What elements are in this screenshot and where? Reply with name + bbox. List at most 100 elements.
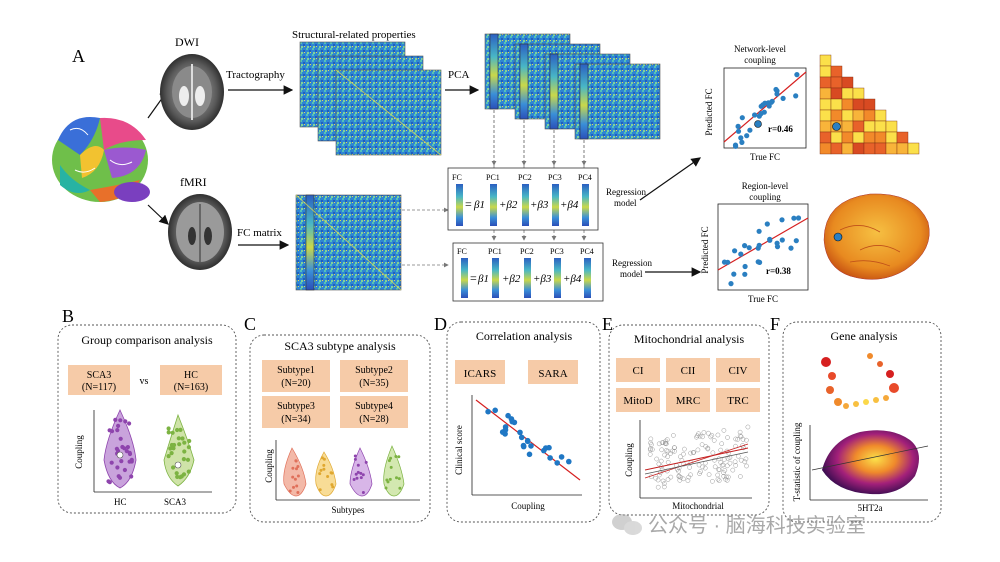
network-point <box>744 133 750 139</box>
subtype-point <box>320 456 324 460</box>
panel-f-xlabel: 5HT2a <box>858 503 883 513</box>
subtype2-label: Subtype2 <box>355 365 393 376</box>
eq1-b3: +β3 <box>530 199 549 211</box>
regression-equation-1: FC PC1 PC2 PC3 PC4 = β1 +β2 +β3 +β4 <box>447 167 599 231</box>
mito-point <box>659 440 665 446</box>
network-point <box>774 91 780 97</box>
correlation-point <box>547 455 553 461</box>
panel-d-frame <box>446 321 601 523</box>
network-point <box>735 128 742 134</box>
eq1-b1: β1 <box>473 199 485 211</box>
heatmap-cell <box>874 131 887 144</box>
subtype-point <box>354 472 358 476</box>
mito-point <box>724 477 730 483</box>
mito-point <box>715 472 721 478</box>
heatmap-cell <box>863 120 876 133</box>
region-r-value: r=0.38 <box>766 266 791 276</box>
mito-point <box>660 478 666 484</box>
mito-point <box>694 433 700 439</box>
mito-point <box>742 459 748 465</box>
hc-point <box>119 459 124 464</box>
hc-point <box>118 436 123 441</box>
subtype-point <box>322 467 326 471</box>
mito-point <box>656 461 662 467</box>
subtype-boxes <box>262 360 408 428</box>
network-point <box>747 127 753 133</box>
mito-point <box>719 462 725 468</box>
mito-point <box>712 464 718 470</box>
hc-point <box>116 474 121 479</box>
sca3-point <box>179 474 184 479</box>
subtype2-n: (N=35) <box>359 378 389 389</box>
eq1-b4: +β4 <box>560 199 579 211</box>
mito-box-label: CII <box>681 365 696 377</box>
subtype-point <box>389 456 393 460</box>
mito-point <box>724 463 730 469</box>
mito-point <box>716 478 722 483</box>
heatmap-cell <box>830 142 843 155</box>
hc-point <box>124 449 129 454</box>
dwi-label: DWI <box>175 35 199 49</box>
subtype-point <box>319 468 323 472</box>
heatmap-cell <box>885 131 898 144</box>
network-point <box>733 143 739 149</box>
correlation-point <box>528 443 534 449</box>
mito-point <box>676 465 682 471</box>
eq2-b3: +β3 <box>533 273 552 285</box>
mito-point <box>663 440 669 446</box>
sca3-point <box>169 451 174 456</box>
mito-point <box>718 447 724 453</box>
panel-e-frame <box>608 324 770 516</box>
mito-point <box>725 435 730 440</box>
mito-point <box>676 474 682 479</box>
heatmap-cell <box>841 98 854 111</box>
mito-point <box>647 447 653 453</box>
eq1-pc3: PC3 <box>548 173 562 182</box>
subtype-point <box>288 489 292 493</box>
mito-point <box>735 437 740 442</box>
hc-point <box>127 451 133 457</box>
heatmap-cell <box>896 142 909 155</box>
subtype-point <box>318 472 322 476</box>
heatmap-highlight <box>832 122 841 131</box>
sca3-point <box>181 457 186 462</box>
panel-f-title: Gene analysis <box>831 329 898 343</box>
network-title-line2: coupling <box>744 55 776 65</box>
regression-model-2-line2: model <box>620 269 643 279</box>
region-point <box>793 238 799 244</box>
heatmap-cell <box>819 142 832 155</box>
subtype-point <box>295 467 298 471</box>
mito-point <box>668 474 674 480</box>
subtype-point <box>318 488 322 492</box>
mito-point <box>654 456 660 462</box>
region-scatter-plot <box>717 203 809 291</box>
mito-box-label: CI <box>633 365 644 377</box>
gene-point <box>873 397 879 403</box>
mito-point <box>664 448 669 453</box>
heatmap-cell <box>830 131 843 144</box>
correlation-point <box>508 416 515 422</box>
network-title-line1: Network-level <box>734 44 786 54</box>
mito-point <box>659 447 665 453</box>
tractography-label: Tractography <box>226 69 285 81</box>
gene-point <box>828 372 836 380</box>
network-point <box>735 123 741 129</box>
heatmap-cell <box>841 142 854 155</box>
correlation-point <box>520 442 527 449</box>
heatmap-cell <box>830 109 843 122</box>
subtype4-n: (N=28) <box>359 414 389 425</box>
mito-point <box>658 458 664 464</box>
heatmap-cell <box>841 76 854 89</box>
heatmap-cell <box>830 87 843 100</box>
mito-point <box>708 434 714 440</box>
subtype-point <box>387 459 391 463</box>
subtype-point <box>293 477 297 481</box>
panel-b-letter: B <box>62 306 74 326</box>
group-sca3-n: (N=117) <box>82 382 116 393</box>
fmri-label: fMRI <box>180 175 207 189</box>
mito-point <box>688 450 693 456</box>
mito-point <box>715 432 721 438</box>
region-point <box>757 259 763 265</box>
mito-box <box>616 388 660 412</box>
subtype-point <box>359 471 363 475</box>
